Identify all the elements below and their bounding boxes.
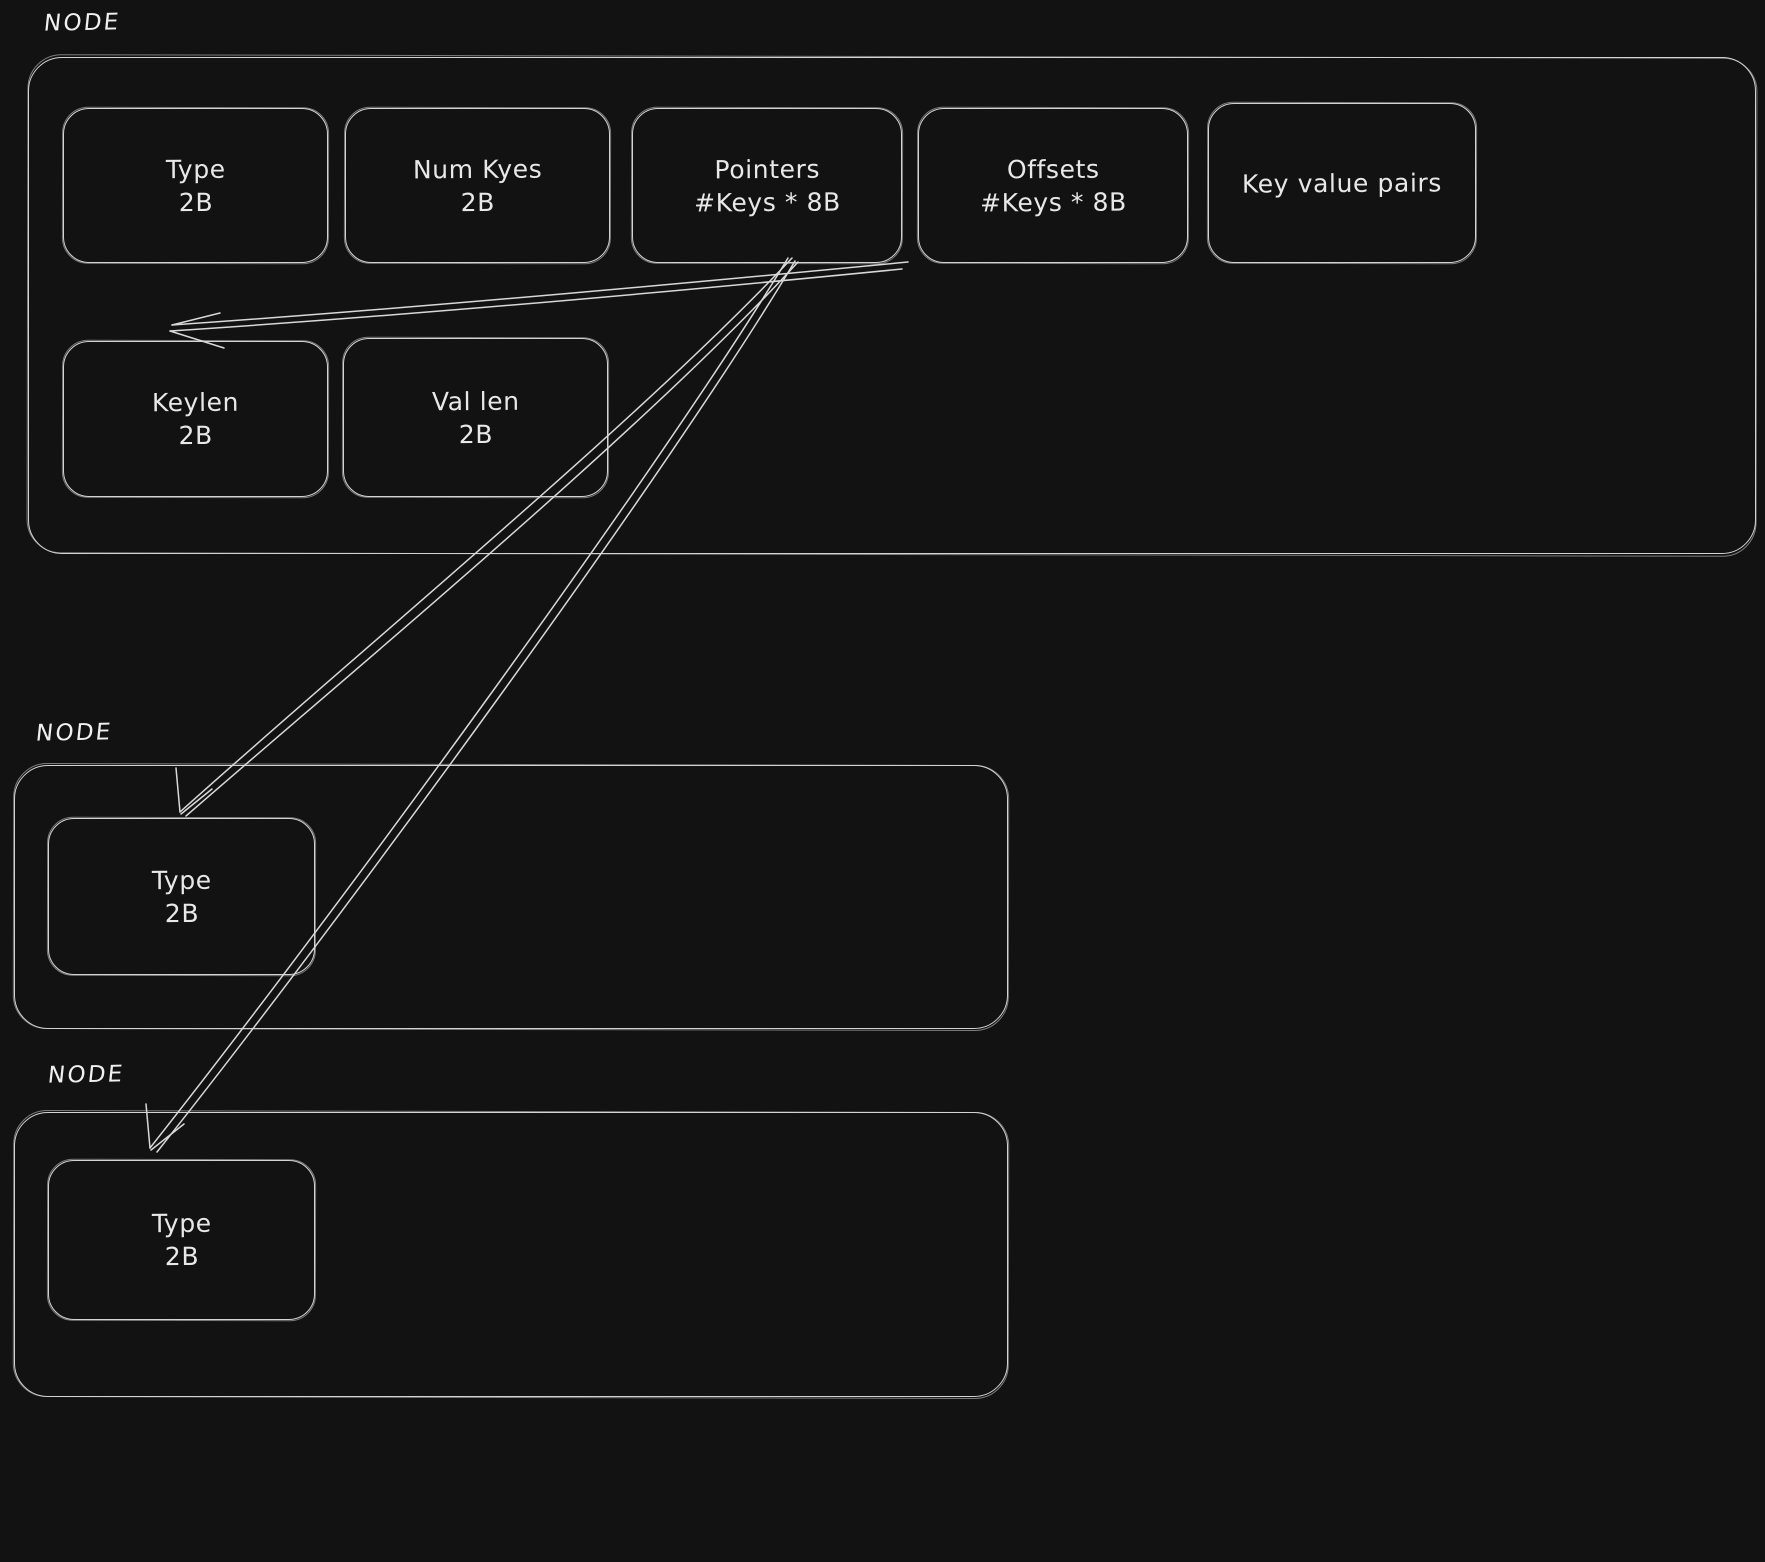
node-2-type-field[interactable]: Type 2B: [48, 818, 315, 975]
node-1-container: [28, 57, 1756, 554]
node-1-caption: NODE: [42, 9, 122, 37]
node-1-vallen-field[interactable]: Val len 2B: [343, 338, 608, 497]
node-1-type-field[interactable]: Type 2B: [63, 108, 328, 263]
node-1-offsets-field[interactable]: Offsets #Keys * 8B: [918, 108, 1188, 263]
node-1-num-keys-label: Num Kyes 2B: [412, 154, 543, 217]
node-1-key-value-pairs-label: Key value pairs: [1241, 167, 1443, 199]
node-1-type-label: Type 2B: [165, 154, 226, 217]
node-3-type-field[interactable]: Type 2B: [48, 1160, 315, 1320]
node-2-caption: NODE: [34, 719, 114, 747]
node-3-type-label: Type 2B: [151, 1208, 212, 1272]
node-3-caption: NODE: [46, 1061, 126, 1089]
node-1-key-value-pairs-field[interactable]: Key value pairs: [1208, 103, 1476, 263]
node-1-pointers-field[interactable]: Pointers #Keys * 8B: [632, 108, 902, 263]
node-1-keylen-label: Keylen 2B: [151, 387, 240, 451]
node-1-keylen-field[interactable]: Keylen 2B: [63, 341, 328, 497]
node-1-vallen-label: Val len 2B: [431, 386, 520, 449]
node-1-offsets-label: Offsets #Keys * 8B: [979, 154, 1127, 217]
node-2-type-label: Type 2B: [151, 865, 212, 928]
node-1-num-keys-field[interactable]: Num Kyes 2B: [345, 108, 610, 263]
node-1-pointers-label: Pointers #Keys * 8B: [693, 154, 841, 217]
